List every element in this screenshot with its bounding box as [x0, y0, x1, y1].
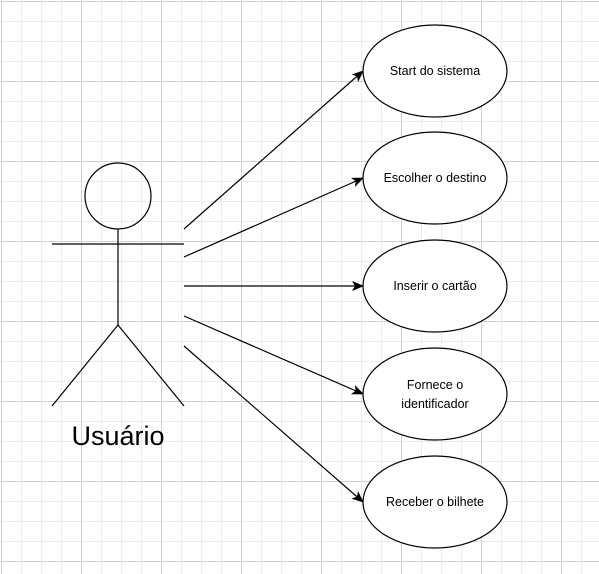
association-arrow-start-sistema — [183, 70, 364, 230]
use-case-ellipse — [362, 347, 508, 441]
association-arrow-fornece-identificador — [183, 315, 364, 395]
use-case-label: Receber o bilhete — [386, 495, 484, 509]
use-case-ellipse — [362, 24, 508, 118]
actor-figure[interactable] — [51, 162, 185, 407]
use-case-label: Escolher o destino — [384, 171, 487, 185]
use-case-label: Inserir o cartão — [393, 279, 476, 293]
use-case-receber-bilhete[interactable]: Receber o bilhete — [362, 455, 508, 549]
use-case-inserir-cartao[interactable]: Inserir o cartão — [362, 239, 508, 333]
use-case-fornece-identificador[interactable]: Fornece o identificador — [362, 347, 508, 441]
use-case-ellipse — [362, 455, 508, 549]
use-case-escolher-destino[interactable]: Escolher o destino — [362, 131, 508, 225]
use-case-label-line-2: identificador — [401, 397, 468, 411]
actor-name: Usuário — [71, 421, 164, 451]
actor-right-leg — [117, 324, 185, 407]
association-arrow-receber-bilhete — [183, 345, 364, 503]
actor-head — [84, 162, 152, 230]
use-case-start-sistema[interactable]: Start do sistema — [362, 24, 508, 118]
use-case-label-line-1: Fornece o — [407, 378, 463, 392]
use-case-label: Start do sistema — [390, 64, 480, 78]
use-case-ellipse — [362, 131, 508, 225]
association-arrow-escolher-destino — [183, 177, 364, 258]
actor-left-leg — [51, 324, 119, 407]
use-case-ellipse — [362, 239, 508, 333]
